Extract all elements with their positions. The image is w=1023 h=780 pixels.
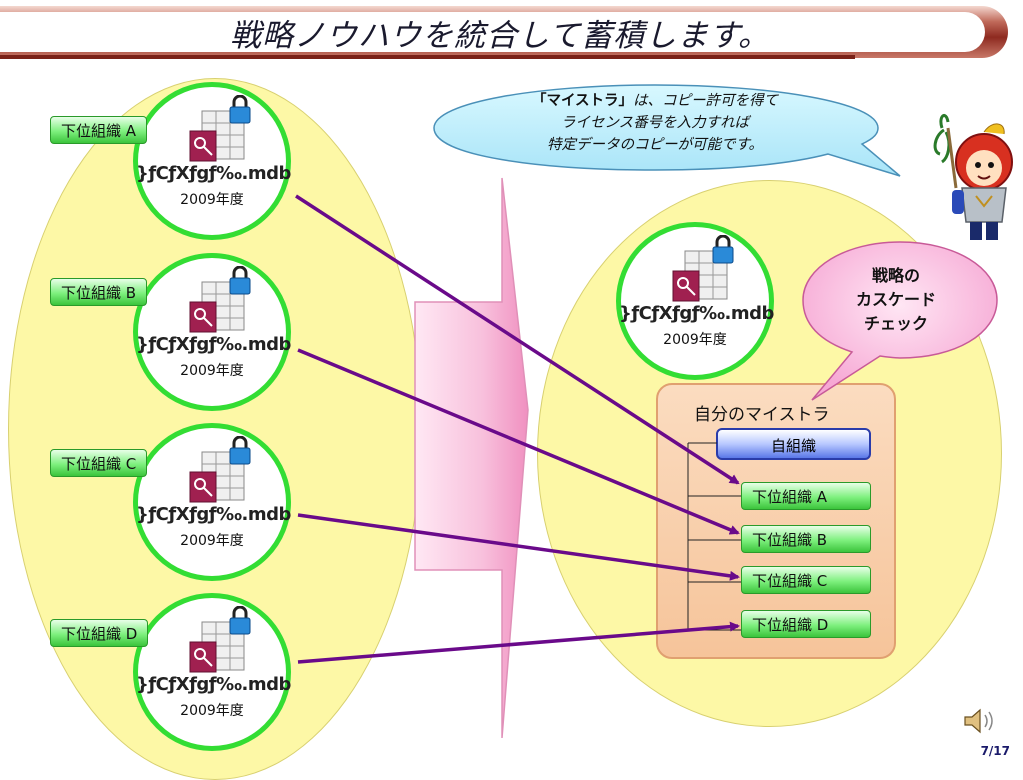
file-name: }ƒCƒXƒgƒ‰.mdb — [619, 303, 774, 324]
org-label-c: 下位組織 C — [50, 449, 148, 477]
access-database-lock-icon — [672, 235, 734, 302]
page-number: 7/17 — [980, 744, 1010, 758]
knight-mascot — [933, 113, 1013, 240]
file-circle-a: }ƒCƒXƒgƒ‰.mdb 2009年度 — [133, 82, 291, 240]
tree-connector-lines — [687, 442, 742, 631]
file-year: 2009年度 — [180, 363, 244, 379]
speaker-icon[interactable] — [962, 706, 998, 736]
sub-org-c: 下位組織 C — [741, 566, 871, 594]
product-name: 「マイストラ」 — [531, 92, 634, 109]
file-year: 2009年度 — [180, 192, 244, 208]
page-title: 戦略ノウハウを統合して蓄積します。 — [230, 18, 770, 54]
file-year: 2009年度 — [663, 332, 727, 348]
speech-bubble — [433, 84, 901, 177]
file-circle-d: }ƒCƒXƒgƒ‰.mdb 2009年度 — [133, 593, 291, 751]
file-year: 2009年度 — [180, 703, 244, 719]
org-label-d: 下位組織 D — [50, 619, 149, 647]
sub-org-a: 下位組織 A — [741, 482, 871, 510]
access-database-lock-icon — [189, 606, 251, 673]
org-label-b: 下位組織 B — [50, 278, 148, 306]
access-database-lock-icon — [189, 436, 251, 503]
sub-org-d: 下位組織 D — [741, 610, 871, 638]
sub-org-b: 下位組織 B — [741, 525, 871, 553]
self-org-box: 自組織 — [716, 428, 871, 460]
file-name: }ƒCƒXƒgƒ‰.mdb — [136, 163, 291, 184]
access-database-lock-icon — [189, 266, 251, 333]
callout-text: 戦略の カスケード チェック — [855, 266, 936, 333]
speech-bubble-text: 「マイストラ」は、コピー許可を得て ライセンス番号を入力すれば 特定データのコピ… — [531, 92, 779, 153]
org-label-a: 下位組織 A — [50, 116, 148, 144]
file-name: }ƒCƒXƒgƒ‰.mdb — [136, 504, 291, 525]
file-year: 2009年度 — [180, 533, 244, 549]
title-bar — [0, 0, 1010, 62]
access-database-lock-icon — [189, 95, 251, 162]
integrated-file-circle: }ƒCƒXƒgƒ‰.mdb 2009年度 — [616, 222, 774, 380]
file-name: }ƒCƒXƒgƒ‰.mdb — [136, 334, 291, 355]
file-circle-b: }ƒCƒXƒgƒ‰.mdb 2009年度 — [133, 253, 291, 411]
cascade-check-callout — [802, 241, 998, 401]
file-name: }ƒCƒXƒgƒ‰.mdb — [136, 674, 291, 695]
file-circle-c: }ƒCƒXƒgƒ‰.mdb 2009年度 — [133, 423, 291, 581]
transfer-arrow — [414, 177, 529, 739]
